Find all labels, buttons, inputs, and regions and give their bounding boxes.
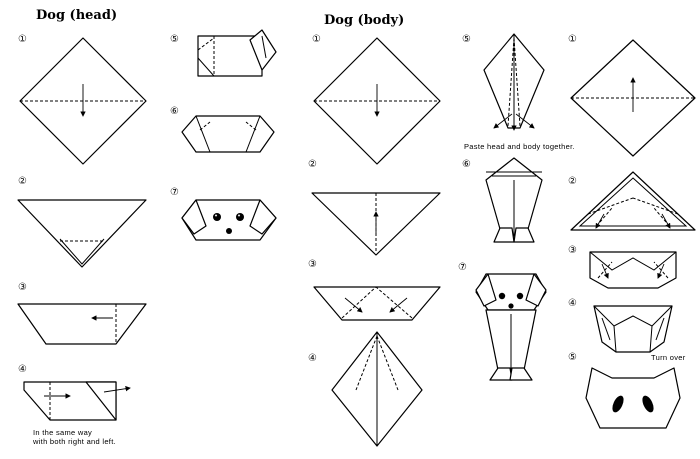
body-title: Dog (body) [324, 13, 404, 28]
head-step-1: ① [18, 34, 147, 165]
step-number: ⑦ [170, 187, 179, 198]
note-same-way-2: with both right and left. [32, 437, 116, 446]
note-paste: Paste head and body together. [464, 142, 575, 151]
nose [226, 228, 232, 234]
face-step-3: ③ [568, 245, 677, 289]
step-number: ① [18, 34, 27, 45]
head-step-6: ⑥ [170, 106, 275, 153]
step-number: ④ [568, 298, 577, 309]
eye-right [516, 292, 524, 300]
step-number: ④ [308, 353, 317, 364]
eye-right [642, 395, 654, 413]
body-step-4: ④ [308, 331, 423, 447]
nose [508, 303, 514, 309]
step-number: ③ [308, 259, 317, 270]
head-title: Dog (head) [36, 8, 117, 23]
head-step-3: ③ [17, 282, 147, 345]
eye-right [236, 213, 244, 221]
step-number: ② [568, 176, 577, 187]
step-number: ⑦ [458, 262, 467, 273]
body-step-7: ⑦ [458, 262, 547, 381]
eye-left [213, 213, 221, 221]
face-step-4: ④ [568, 298, 673, 353]
step-number: ③ [18, 282, 27, 293]
note-same-way-1: In the same way [33, 428, 92, 437]
step-number: ① [568, 34, 577, 45]
note-turn-over: Turn over [651, 353, 686, 362]
head-step-5: ⑤ [170, 29, 277, 77]
body-step-5: ⑤ Paste head and body together. [462, 33, 575, 151]
step-number: ⑤ [170, 34, 179, 45]
step-number: ① [312, 34, 321, 45]
eye-left [612, 395, 624, 413]
step-number: ④ [18, 364, 27, 375]
step-number: ⑤ [462, 34, 471, 45]
face-step-1: ① [568, 34, 696, 157]
eye-left [498, 292, 506, 300]
face-step-5: ⑤ Turn over [568, 352, 686, 429]
face-step-2: ② [568, 171, 696, 231]
step-number: ⑥ [462, 159, 471, 170]
step-number: ⑥ [170, 106, 179, 117]
step-number: ② [18, 176, 27, 187]
step-number: ③ [568, 245, 577, 256]
body-step-6: ⑥ [462, 157, 543, 243]
body-step-2: ② [308, 159, 441, 256]
step-number: ⑤ [568, 352, 577, 363]
body-step-3: ③ [308, 259, 441, 321]
head-step-7: ⑦ [170, 187, 277, 241]
body-step-1: ① [312, 34, 441, 165]
step-number: ② [308, 159, 317, 170]
head-step-2: ② [17, 176, 147, 268]
head-step-4: ④ In the same way with both right and le… [18, 364, 131, 446]
